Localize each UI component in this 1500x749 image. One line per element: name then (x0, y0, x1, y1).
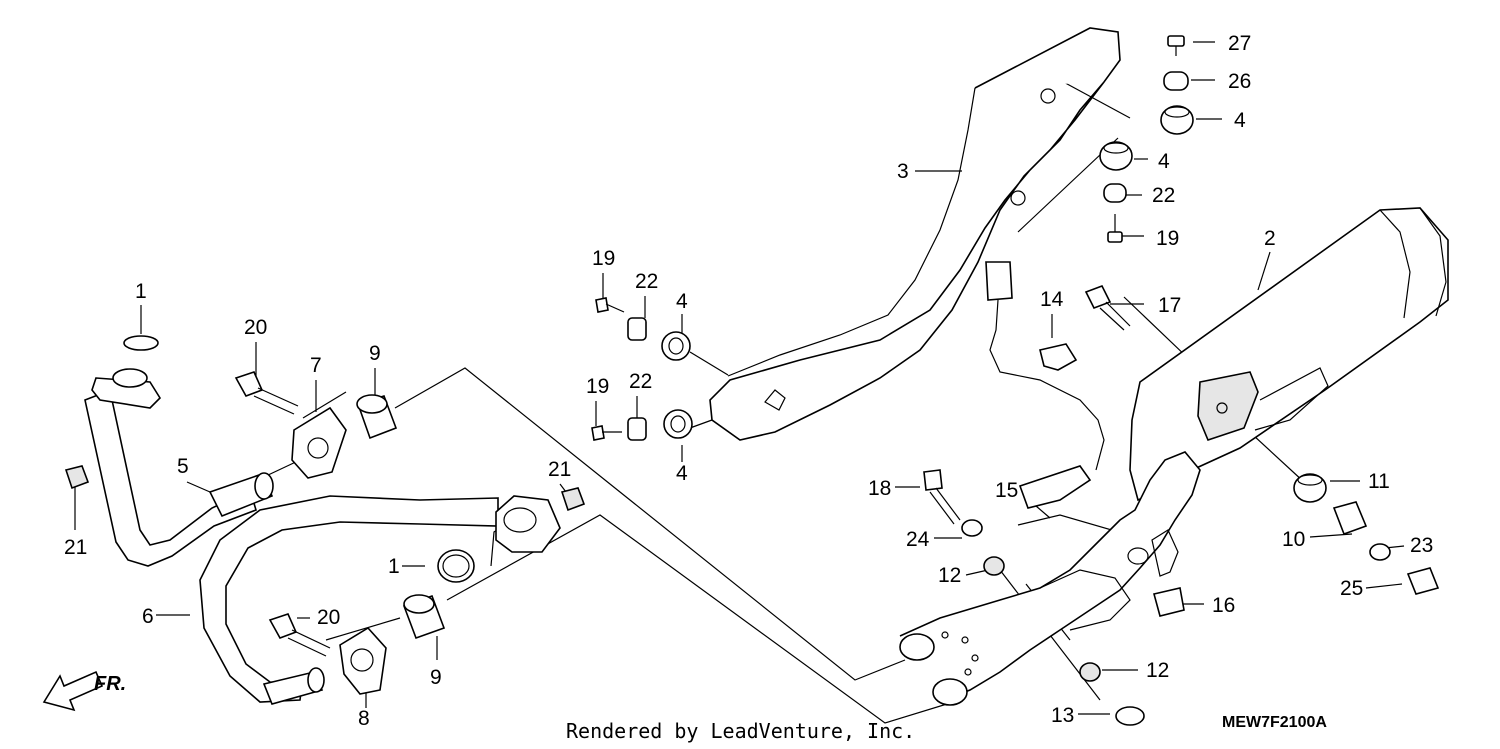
callout-22[interactable]: 22 (635, 270, 658, 293)
callout-4[interactable]: 4 (1158, 150, 1170, 173)
callout-7[interactable]: 7 (310, 354, 322, 377)
callout-22[interactable]: 22 (629, 370, 652, 393)
callout-4[interactable]: 4 (1234, 109, 1246, 132)
callout-19[interactable]: 19 (1156, 227, 1179, 250)
exhaust-collector (899, 451, 1201, 706)
callout-20[interactable]: 20 (244, 316, 267, 339)
callout-4[interactable]: 4 (676, 290, 688, 313)
diagram-code: MEW7F2100A (1222, 714, 1327, 731)
callout-16[interactable]: 16 (1212, 594, 1235, 617)
callout-8[interactable]: 8 (358, 707, 370, 730)
callout-19[interactable]: 19 (586, 375, 609, 398)
rear-mount-hardware (1115, 473, 1440, 726)
gaskets-1 (437, 549, 475, 583)
front-pipe-6 (199, 495, 561, 705)
front-pipe-5 (84, 335, 274, 567)
callout-9[interactable]: 9 (369, 342, 381, 365)
mount-hardware-right (1099, 35, 1194, 243)
callout-24[interactable]: 24 (906, 528, 930, 551)
joint-collars-9 (356, 394, 446, 640)
clamps-7-8 (291, 406, 387, 695)
callout-1[interactable]: 1 (388, 555, 400, 578)
callout-26[interactable]: 26 (1228, 70, 1251, 93)
front-direction-arrow: FR. (42, 670, 126, 712)
callout-23[interactable]: 23 (1410, 534, 1433, 557)
callout-21[interactable]: 21 (548, 458, 571, 481)
callout-3[interactable]: 3 (897, 160, 909, 183)
callout-18[interactable]: 18 (868, 477, 891, 500)
callout-14[interactable]: 14 (1040, 288, 1064, 311)
callout-12[interactable]: 12 (1146, 659, 1169, 682)
bolt-18-hardware (923, 469, 1101, 682)
callout-6[interactable]: 6 (142, 605, 154, 628)
callout-19[interactable]: 19 (592, 247, 615, 270)
callout-17[interactable]: 17 (1158, 294, 1181, 317)
heat-shield-upper (709, 27, 1121, 441)
bolts-20 (234, 371, 331, 657)
callout-10[interactable]: 10 (1282, 528, 1305, 551)
callout-12[interactable]: 12 (938, 564, 961, 587)
rendered-by-credit: Rendered by LeadVenture, Inc. (566, 719, 915, 743)
callout-11[interactable]: 11 (1368, 470, 1390, 493)
callout-22[interactable]: 22 (1152, 184, 1175, 207)
mount-hardware-left (591, 297, 693, 441)
callout-21[interactable]: 21 (64, 536, 87, 559)
bolt-17 (1084, 284, 1131, 331)
callout-5[interactable]: 5 (177, 455, 189, 478)
callout-13[interactable]: 13 (1051, 704, 1074, 727)
callout-27[interactable]: 27 (1228, 32, 1251, 55)
muffler (1129, 207, 1449, 502)
oxygen-sensor (985, 261, 1105, 519)
callout-9[interactable]: 9 (430, 666, 442, 689)
callout-20[interactable]: 20 (317, 606, 340, 629)
callout-2[interactable]: 2 (1264, 227, 1276, 250)
callout-4[interactable]: 4 (676, 462, 688, 485)
leader-lines (74, 41, 1405, 724)
front-direction-label: FR. (94, 673, 126, 695)
nuts-21 (64, 465, 586, 512)
callout-25[interactable]: 25 (1340, 577, 1363, 600)
callout-15[interactable]: 15 (995, 479, 1018, 502)
callout-1[interactable]: 1 (135, 280, 147, 303)
